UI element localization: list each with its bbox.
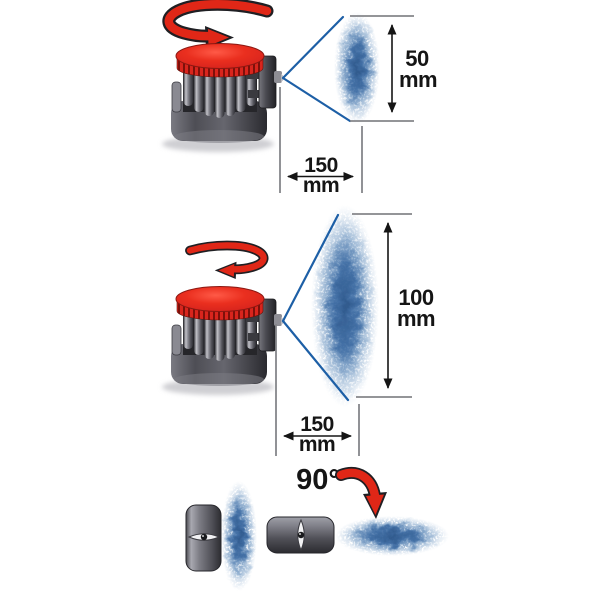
sprayer-device-middle	[162, 287, 285, 396]
nozzle-horizontal-slot	[266, 516, 335, 554]
angle-label: 90°	[296, 464, 340, 496]
spray-pattern-horizontal	[335, 516, 449, 556]
rotation-ccw-arrow-icon	[190, 245, 264, 279]
spray-pattern-narrow	[334, 12, 380, 124]
height-value-middle: 100	[398, 285, 433, 310]
spray-pattern-vertical	[221, 481, 257, 591]
height-value-top: 50	[405, 46, 429, 71]
panel-wide-spray: 100 mm 150 mm	[162, 205, 436, 456]
spray-cone-wide	[281, 213, 350, 402]
distance-unit-middle: mm	[299, 433, 335, 456]
panel-nozzle-rotation: 90°	[185, 464, 449, 591]
dimension-height-50mm: 50 mm	[350, 15, 438, 122]
distance-unit-top: mm	[303, 174, 339, 197]
height-unit-top: mm	[399, 67, 437, 92]
dimension-height-100mm: 100 mm	[352, 213, 436, 398]
rotation-cw-arrow-icon	[169, 4, 267, 49]
rotate-90-arrow-icon	[335, 467, 387, 519]
sprayer-device-top	[162, 44, 285, 153]
distance-value-top: 150	[304, 154, 338, 177]
distance-value-middle: 150	[300, 413, 334, 436]
spray-pattern-wide	[311, 205, 379, 407]
spray-cone-narrow	[281, 15, 352, 123]
nozzle-vertical-slot	[185, 504, 222, 572]
height-unit-middle: mm	[397, 306, 435, 331]
dimension-distance-150mm-middle: 150 mm	[275, 324, 360, 456]
panel-narrow-spray: 50 mm 150 mm	[162, 4, 438, 197]
dimension-distance-150mm-top: 150 mm	[279, 87, 363, 197]
